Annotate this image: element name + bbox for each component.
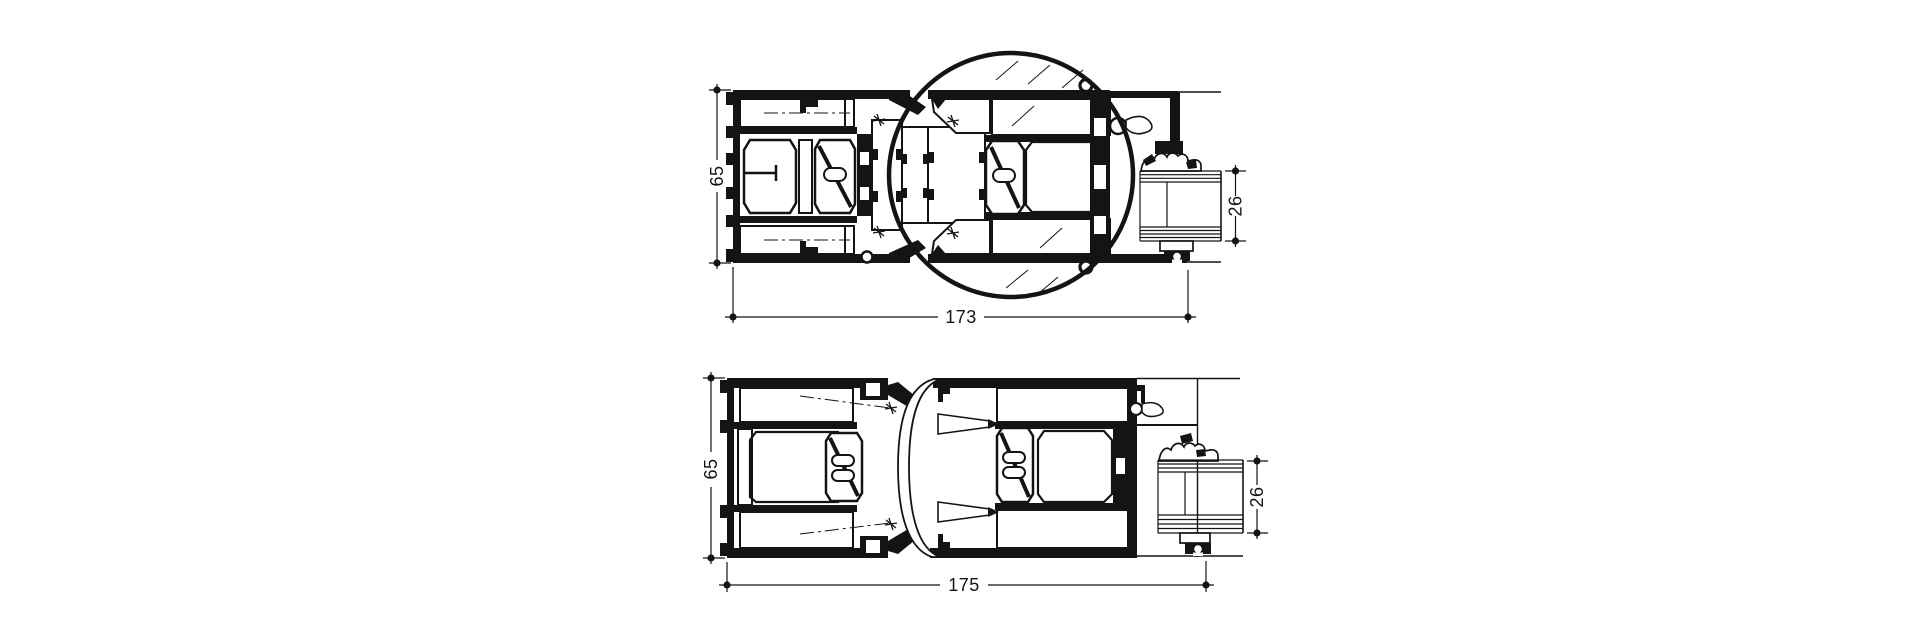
dim-height-top-label: 65 (707, 165, 727, 186)
top-right-sash (930, 98, 1111, 255)
bottom-right-frame (1129, 377, 1244, 557)
glider-gasket (897, 378, 999, 558)
bottom-section-rails (720, 378, 1145, 558)
bottom-right-sash (995, 387, 1129, 549)
dimension-height-bottom: 65 (701, 372, 725, 564)
bottom-glass-unit (1157, 459, 1244, 534)
dimension-height-top: 65 (707, 84, 731, 269)
top-glass-unit (1139, 170, 1222, 242)
detail-circle (886, 50, 1136, 300)
dimension-width-top: 173 (725, 267, 1196, 327)
bottom-left-sash (737, 387, 898, 549)
dim-width-bottom-label: 175 (948, 575, 980, 595)
hatch-marks-top (995, 60, 1084, 295)
dim-glazing-top-label: 26 (1226, 195, 1246, 216)
dimension-glazing-top: 26 (1225, 165, 1246, 247)
top-interlock-zone (857, 113, 986, 264)
top-section-rails (726, 90, 1187, 263)
dimension-width-bottom: 175 (719, 561, 1214, 595)
dim-glazing-bottom-label: 26 (1247, 486, 1267, 507)
top-right-frame (1090, 91, 1222, 263)
top-section-drawing: 65 26 173 (707, 50, 1246, 327)
dim-height-bottom-label: 65 (701, 458, 721, 479)
bottom-section-drawing: 65 26 175 (701, 372, 1268, 595)
top-left-sash (739, 98, 857, 255)
dim-width-top-label: 173 (945, 307, 977, 327)
dimension-glazing-bottom: 26 (1247, 455, 1268, 539)
